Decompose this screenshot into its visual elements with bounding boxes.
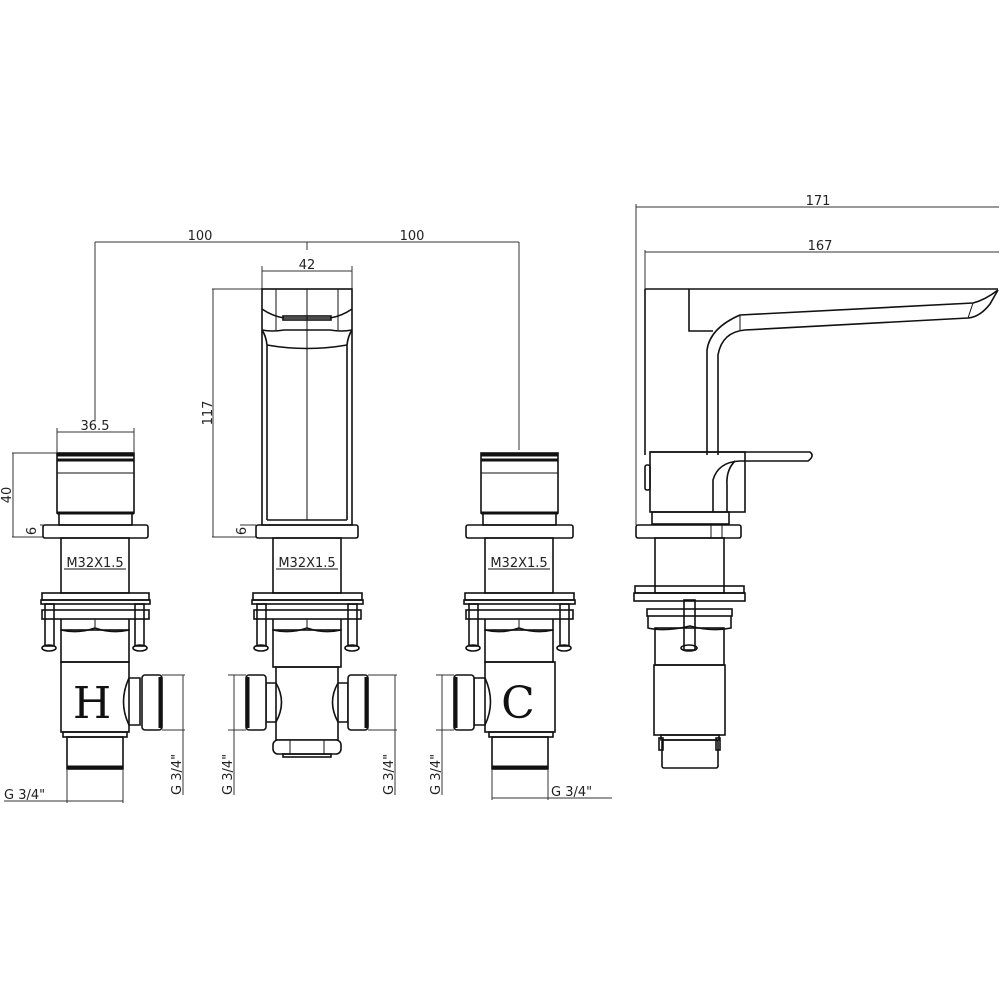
spout-side: 171 167 <box>633 194 999 769</box>
inlet-tee-right-label: G 3/4" <box>382 754 397 795</box>
side-reach-label: 167 <box>808 239 833 254</box>
flange-spout-label: 6 <box>235 527 250 535</box>
spacing-left-label: 100 <box>188 229 213 244</box>
spacing-right-label: 100 <box>400 229 425 244</box>
inlet-cold-side-label: G 3/4" <box>429 754 444 795</box>
inlet-hot-bottom-label: G 3/4" <box>4 788 45 803</box>
spout-front: 42 117 6 M32X1.5 <box>201 258 397 795</box>
spacing-dimension: 100 100 <box>94 229 520 450</box>
inlet-tee-left-label: G 3/4" <box>221 754 236 795</box>
valve-height-label: 40 <box>0 487 15 504</box>
thread-spout-label: M32X1.5 <box>278 556 335 571</box>
side-total-length-label: 171 <box>806 194 831 209</box>
flange-hot-label: 6 <box>25 527 40 535</box>
valve-width-label: 36.5 <box>81 419 110 434</box>
cold-valve: M32X1.5 C G 3/4" G 3/4" <box>429 452 612 800</box>
spout-width-label: 42 <box>299 258 316 273</box>
thread-cold-label: M32X1.5 <box>490 556 547 571</box>
inlet-hot-side-label: G 3/4" <box>170 754 185 795</box>
cold-label: C <box>501 678 535 729</box>
thread-hot-label: M32X1.5 <box>66 556 123 571</box>
inlet-cold-bottom-label: G 3/4" <box>551 785 592 800</box>
spout-height-label: 117 <box>201 401 216 426</box>
hot-valve: 36.5 40 6 M32X1.5 H <box>0 419 185 803</box>
hot-label: H <box>73 678 111 729</box>
